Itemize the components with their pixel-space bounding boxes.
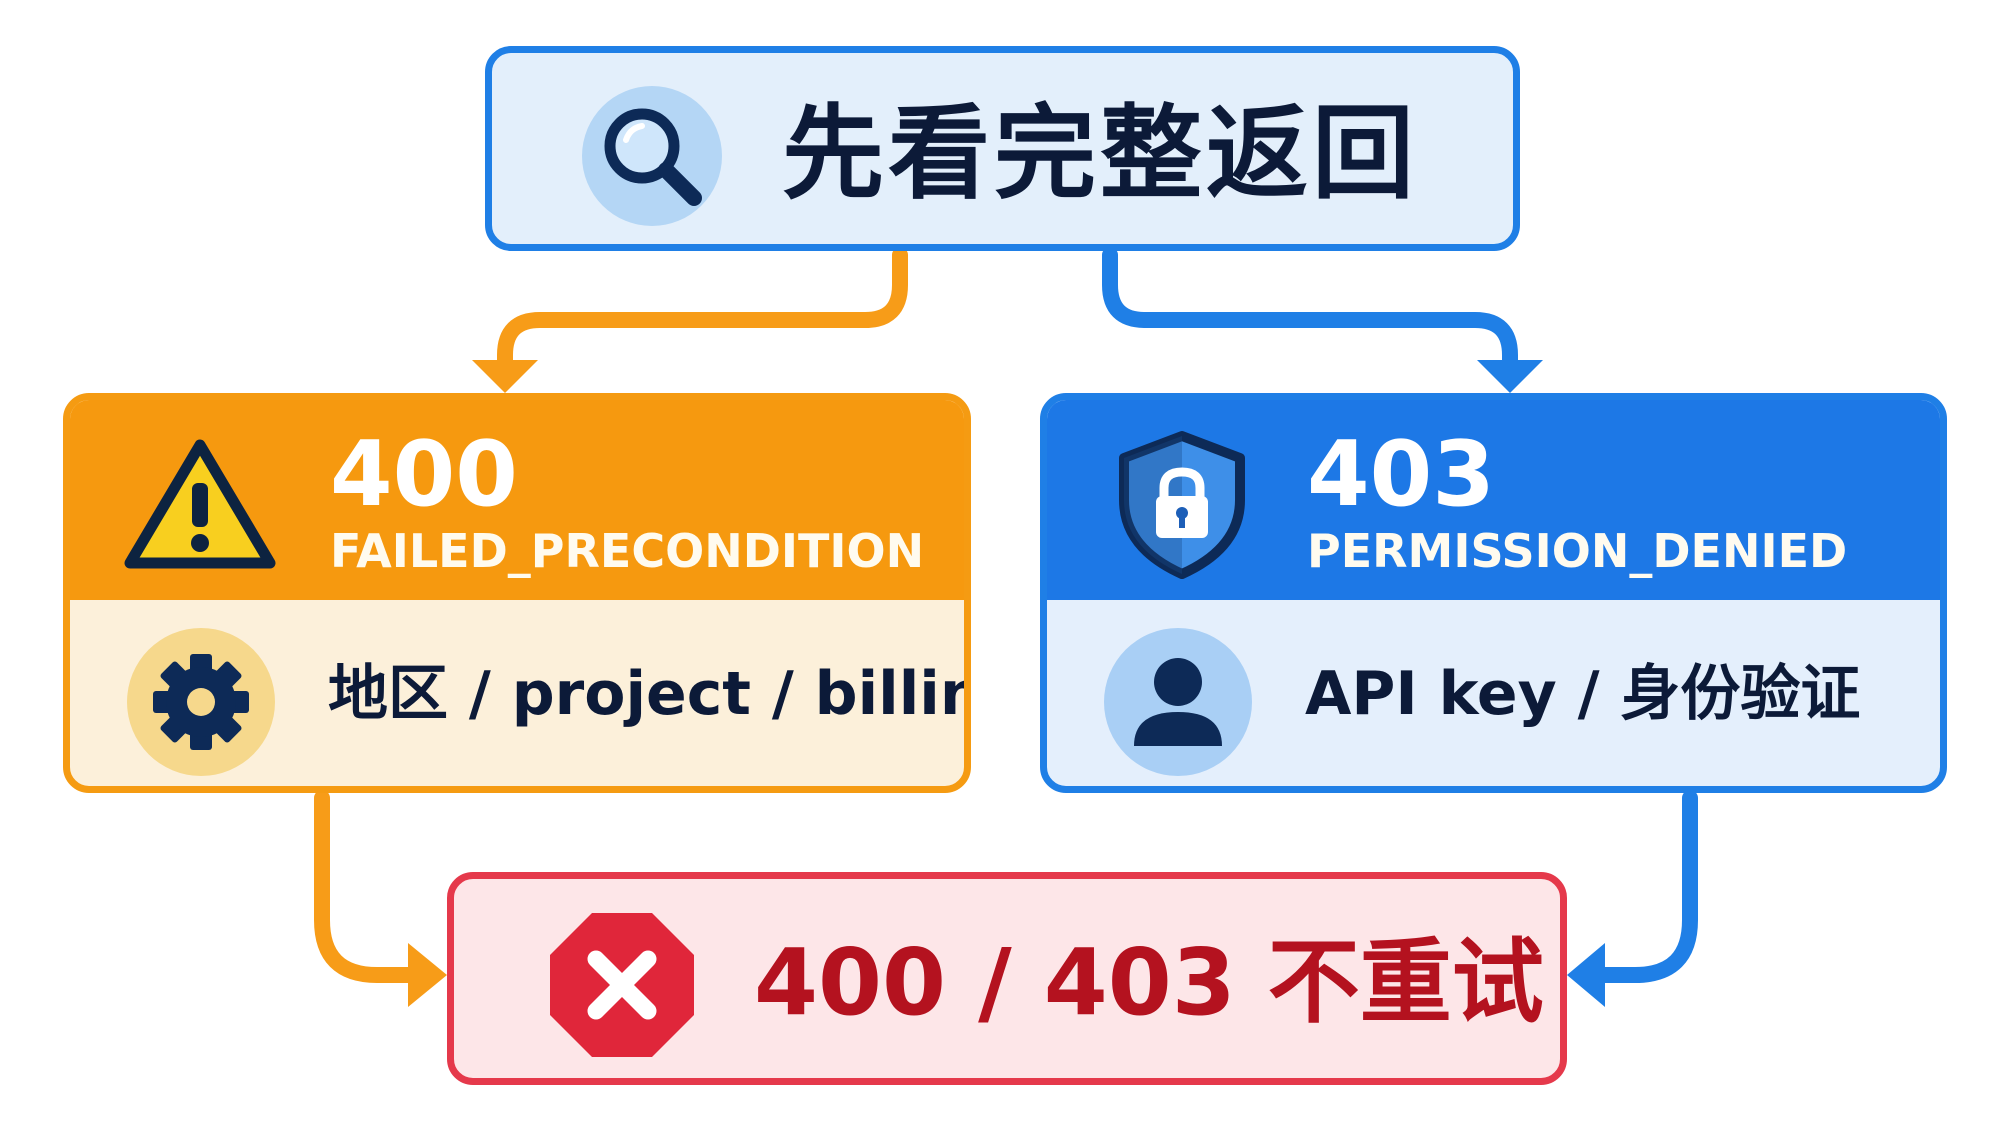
user-icon [1104,628,1252,776]
start-title: 先看完整返回 [782,95,1418,214]
detail-400: 地区 / project / billing [328,659,971,729]
card-header-403: 403 PERMISSION_DENIED [1047,400,1940,600]
start-box: 先看完整返回 [485,46,1520,251]
arrow-head-403 [1477,360,1543,393]
arrow-head-400 [472,360,538,393]
error-card-403: 403 PERMISSION_DENIED API key / 身份验证 [1040,393,1947,793]
error-code-400: 400 [330,422,518,527]
stop-x-icon [546,909,698,1061]
arrow-top-to-400 [497,247,908,376]
error-status-400: FAILED_PRECONDITION [330,524,925,578]
arrow-400-to-bottom [314,790,423,983]
arrow-head-bottom-right [1567,943,1605,1007]
arrow-403-to-bottom [1590,790,1698,983]
no-retry-title: 400 / 403 不重试 [754,929,1544,1036]
warning-icon [120,435,280,575]
search-icon [582,86,722,226]
card-header-400: 400 FAILED_PRECONDITION [70,400,964,600]
error-status-403: PERMISSION_DENIED [1307,524,1848,578]
error-card-400: 400 FAILED_PRECONDITION [63,393,971,793]
card-body-400: 地区 / project / billing [70,600,964,786]
card-body-403: API key / 身份验证 [1047,600,1940,786]
no-retry-box: 400 / 403 不重试 [447,872,1567,1085]
arrow-head-bottom-left [408,943,447,1007]
shield-lock-icon [1112,430,1252,580]
error-code-403: 403 [1307,422,1495,527]
gear-icon [127,628,275,776]
arrow-top-to-403 [1102,247,1518,376]
detail-403: API key / 身份验证 [1305,659,1861,729]
